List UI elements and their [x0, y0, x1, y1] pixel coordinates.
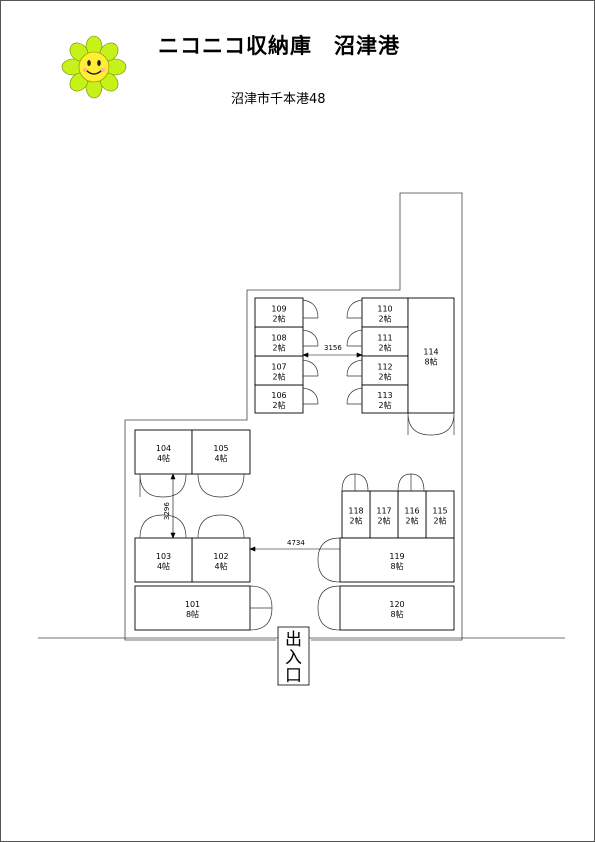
unit-size: 2帖 — [378, 400, 391, 410]
unit-number: 108 — [271, 334, 286, 343]
dimension-lines — [170, 352, 363, 552]
address-text: 沼津市千本港48 — [231, 92, 326, 107]
site-outline — [124, 192, 463, 641]
dimension-vertical-gap: 3296 — [163, 502, 171, 520]
unit-size: 8帖 — [390, 561, 403, 571]
unit-box — [254, 297, 304, 328]
unit-box — [361, 297, 409, 328]
smiling-flower-icon — [61, 35, 127, 99]
entrance-char-3: 口 — [285, 666, 302, 686]
unit-size: 2帖 — [272, 400, 285, 410]
unit-number: 102 — [213, 552, 228, 561]
dimension-upper-corridor: 3156 — [324, 344, 342, 352]
unit-number: 101 — [185, 600, 200, 609]
entrance-sign — [277, 626, 310, 686]
unit-size: 2帖 — [272, 343, 285, 353]
unit-box — [407, 297, 455, 414]
door-arcs — [139, 299, 455, 631]
unit-box — [254, 326, 304, 357]
unit-box — [191, 537, 251, 583]
unit-box — [339, 537, 455, 583]
unit-box — [191, 429, 251, 475]
unit-size: 4帖 — [214, 453, 227, 463]
unit-size: 2帖 — [378, 343, 391, 353]
unit-number: 104 — [156, 444, 171, 453]
unit-size: 2帖 — [349, 516, 362, 526]
unit-number: 113 — [377, 391, 392, 400]
unit-number: 103 — [156, 552, 171, 561]
unit-size: 8帖 — [390, 609, 403, 619]
unit-number: 111 — [377, 334, 392, 343]
unit-number: 105 — [213, 444, 228, 453]
page-title: ニコニコ収納庫 沼津港 — [158, 34, 400, 58]
unit-number: 114 — [423, 348, 438, 357]
unit-box — [134, 429, 193, 475]
unit-size: 2帖 — [378, 372, 391, 382]
unit-number: 106 — [271, 391, 286, 400]
entrance-char-2: 入 — [285, 648, 302, 668]
storage-units: 1018帖1024帖1034帖1044帖1054帖1062帖1072帖1082帖… — [134, 297, 455, 631]
unit-size: 4帖 — [157, 561, 170, 571]
unit-size: 2帖 — [433, 516, 446, 526]
unit-box — [134, 537, 193, 583]
unit-size: 2帖 — [272, 314, 285, 324]
unit-number: 118 — [348, 507, 363, 516]
unit-size: 2帖 — [405, 516, 418, 526]
unit-number: 119 — [389, 552, 404, 561]
unit-number: 120 — [389, 600, 404, 609]
unit-number: 116 — [404, 507, 419, 516]
unit-number: 115 — [432, 507, 447, 516]
unit-size: 2帖 — [378, 314, 391, 324]
unit-number: 117 — [376, 507, 391, 516]
unit-size: 8帖 — [424, 357, 437, 367]
entrance-char-1: 出 — [285, 630, 302, 650]
unit-box — [134, 585, 251, 631]
unit-size: 2帖 — [272, 372, 285, 382]
dimension-top-corridor: 4734 — [287, 539, 305, 547]
unit-number: 109 — [271, 305, 286, 314]
unit-box — [361, 384, 409, 414]
unit-number: 107 — [271, 363, 286, 372]
unit-size: 4帖 — [214, 561, 227, 571]
unit-box — [254, 384, 304, 414]
unit-number: 112 — [377, 363, 392, 372]
unit-size: 4帖 — [157, 453, 170, 463]
unit-size: 2帖 — [377, 516, 390, 526]
unit-box — [361, 326, 409, 357]
unit-box — [425, 490, 455, 539]
unit-box — [339, 585, 455, 631]
unit-box — [341, 490, 371, 539]
unit-box — [361, 355, 409, 386]
unit-size: 8帖 — [186, 609, 199, 619]
unit-number: 110 — [377, 305, 392, 314]
